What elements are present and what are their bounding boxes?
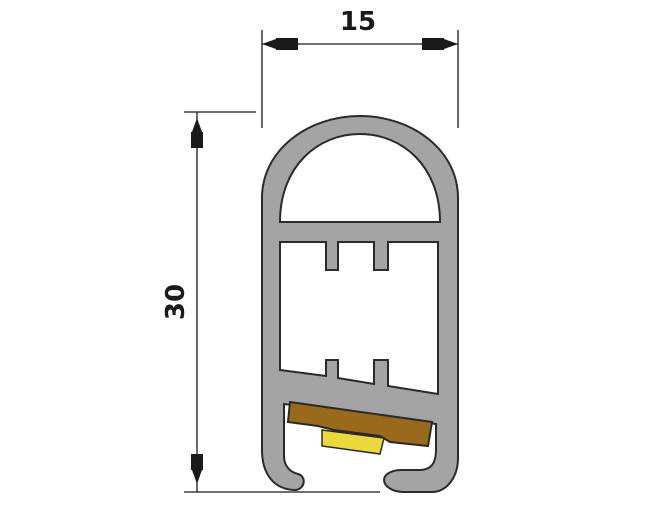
extension-lines [184,30,459,493]
height-dimension: 30 [161,112,203,492]
arrow-down-icon [191,454,203,484]
width-dimension: 15 [262,7,458,50]
arrow-left-icon [262,38,298,50]
width-label: 15 [340,7,376,37]
brush-insert [286,400,434,448]
seal-strip [321,429,385,455]
arrow-right-icon [422,38,458,50]
arrow-up-icon [191,118,203,148]
aluminium-profile [261,114,459,493]
height-label: 30 [161,284,191,320]
